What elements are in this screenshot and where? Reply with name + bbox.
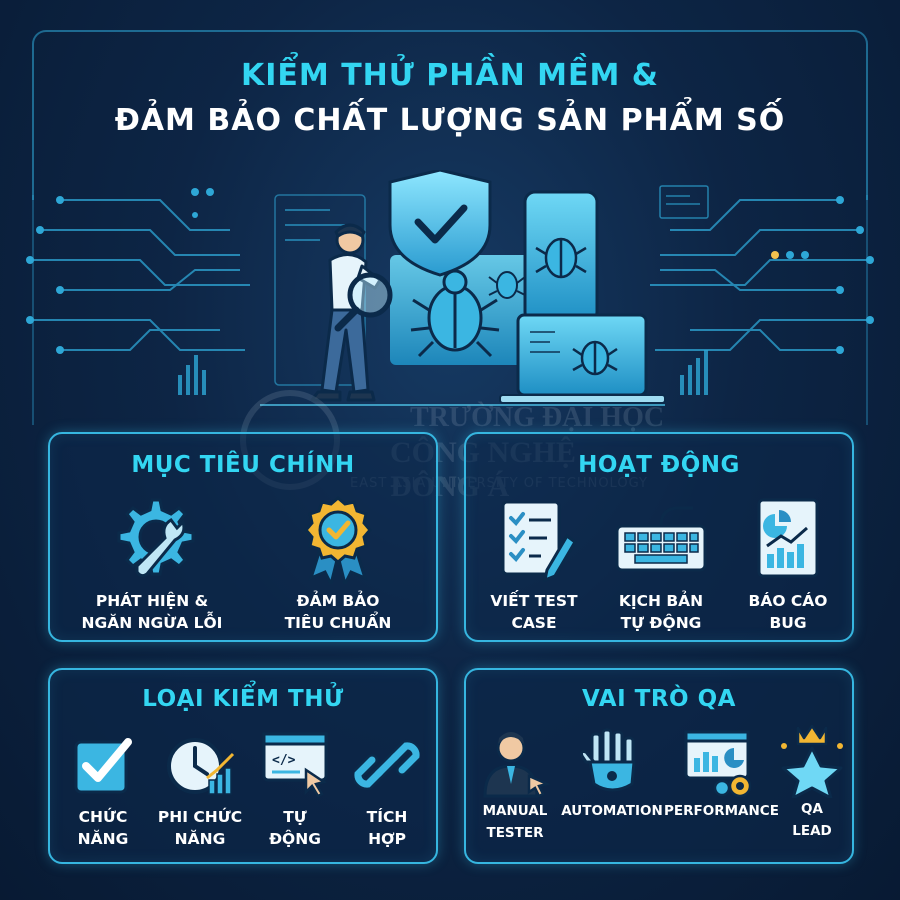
title-line-2: ĐẢM BẢO CHẤT LƯỢNG SẢN PHẨM SỐ	[114, 103, 786, 138]
card-muc-tieu-chinh: MỤC TIÊU CHÍNH PHÁT HIỆN & NGĂN NGỪA LỖI…	[48, 432, 438, 642]
right-frame-line	[866, 195, 868, 425]
item-viet-test-case: VIẾT TEST CASE	[474, 496, 594, 634]
label-tu-dong: TỰ ĐỘNG	[269, 808, 321, 848]
gear-wrench-icon	[117, 498, 195, 578]
robot-hand-icon	[580, 728, 636, 792]
label-dam-bao: ĐẢM BẢO TIÊU CHUẨN	[284, 592, 392, 632]
label-tich-hop: TÍCH HỢP	[366, 808, 408, 848]
card-hoat-dong: HOẠT ĐỘNG VIẾT TEST CASE KỊCH BẢN	[464, 432, 854, 642]
checkbox-icon	[74, 738, 132, 794]
card-loai-kiem-thu: LOẠI KIỂM THỬ CHỨC NĂNG PHI CHỨC NĂNG </…	[48, 668, 438, 864]
item-kich-ban: KỊCH BẢN TỰ ĐỘNG	[601, 496, 721, 634]
label-chuc-nang: CHỨC NĂNG	[77, 808, 129, 848]
item-performance: PERFORMANCE	[664, 726, 779, 822]
item-dam-bao: ĐẢM BẢO TIÊU CHUẨN	[258, 494, 418, 634]
item-tu-dong: </> TỰ ĐỘNG	[250, 730, 340, 850]
card-title-hoat-dong: HOẠT ĐỘNG	[578, 452, 740, 478]
label-qa-lead: QA LEAD	[792, 801, 832, 839]
card-title-loai-kiem-thu: LOẠI KIỂM THỬ	[142, 686, 344, 712]
item-bao-cao-bug: BÁO CÁO BUG	[728, 496, 848, 634]
page-title: KIỂM THỬ PHẦN MỀM & ĐẢM BẢO CHẤT LƯỢNG S…	[0, 58, 900, 138]
item-tich-hop: TÍCH HỢP	[342, 732, 432, 850]
award-ribbon-icon	[304, 496, 372, 584]
clock-chart-icon	[167, 738, 235, 795]
code-window-icon: </>	[262, 732, 328, 798]
person-tester-icon	[483, 732, 551, 798]
item-qa-lead: QA LEAD	[772, 722, 852, 842]
star-crown-icon	[781, 724, 843, 798]
label-automation: AUTOMATION	[561, 803, 663, 819]
card-vai-tro-qa: VAI TRÒ QA MANUAL TESTER AUTOMATI	[464, 668, 854, 864]
item-chuc-nang: CHỨC NĂNG	[58, 732, 148, 850]
label-phi-chuc-nang: PHI CHỨC NĂNG	[157, 808, 243, 848]
item-phi-chuc-nang: PHI CHỨC NĂNG	[150, 732, 250, 850]
left-frame-line	[32, 195, 34, 425]
dashboard-gears-icon	[684, 730, 752, 798]
title-line-1: KIỂM THỬ PHẦN MỀM &	[241, 58, 659, 93]
label-viet-test: VIẾT TEST CASE	[490, 592, 578, 632]
label-performance: PERFORMANCE	[664, 803, 779, 819]
item-phat-hien: PHÁT HIỆN & NGĂN NGỪA LỖI	[72, 494, 232, 634]
label-bao-cao: BÁO CÁO BUG	[748, 592, 828, 632]
circuit-lines-decoration	[26, 185, 874, 395]
header-frame	[32, 30, 868, 200]
label-manual-tester: MANUAL TESTER	[482, 803, 548, 841]
keyboard-icon	[615, 506, 707, 572]
hero-illustration	[260, 170, 666, 406]
report-chart-icon	[757, 498, 819, 578]
card-title-vai-tro: VAI TRÒ QA	[582, 686, 736, 712]
item-manual-tester: MANUAL TESTER	[472, 726, 558, 844]
chain-link-icon	[354, 739, 420, 791]
label-kich-ban: KỊCH BẢN TỰ ĐỘNG	[618, 592, 704, 632]
svg-text:</>: </>	[272, 753, 296, 768]
label-phat-hien: PHÁT HIỆN & NGĂN NGỪA LỖI	[81, 592, 223, 632]
item-automation: AUTOMATION	[560, 726, 664, 822]
card-title-muc-tieu: MỤC TIÊU CHÍNH	[131, 452, 355, 478]
checklist-pencil-icon	[501, 500, 577, 582]
